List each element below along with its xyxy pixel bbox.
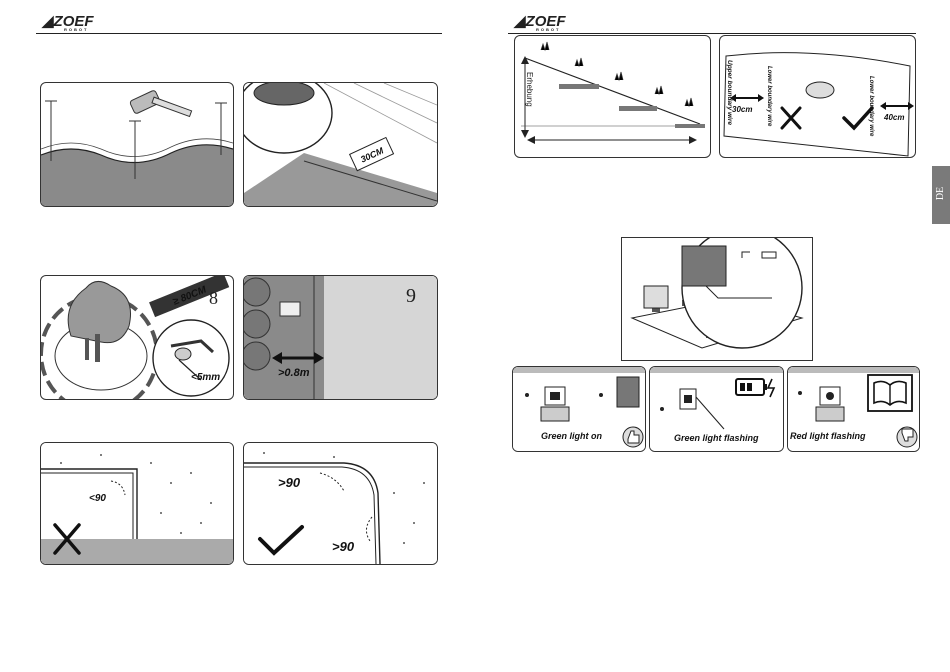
boundary-wire-illustration: Upper boundary wire Lower boundary wire … bbox=[720, 36, 915, 157]
status-caption-1: Green light flashing bbox=[674, 433, 759, 443]
passage-width-label: >0.8m bbox=[278, 367, 310, 379]
lower-wire-label-right: Lower boundary wire bbox=[868, 76, 874, 137]
height-label: <5mm bbox=[191, 372, 220, 383]
status-green-light-on: Green light on bbox=[512, 366, 646, 452]
figure-mower-wire-distance: 30CM bbox=[243, 82, 438, 207]
figure-charging-station bbox=[621, 237, 813, 361]
figure-passage-width: >0.8m 9 bbox=[243, 275, 438, 400]
figure-slope-height: Erhebung bbox=[514, 35, 711, 158]
figure-pegs-into-ground bbox=[40, 82, 234, 207]
header-rule-right bbox=[508, 33, 916, 34]
figure-tree-distance: ≥ 80CM <5mm 8 bbox=[40, 275, 234, 400]
logo-swoosh-icon: ◢ bbox=[42, 13, 54, 30]
dist-30cm-label: 30cm bbox=[732, 105, 752, 114]
angle-bad-label: <90 bbox=[89, 493, 106, 504]
status-red-flashing-illustration: Red light flashing bbox=[788, 367, 919, 451]
status-caption-2: Red light flashing bbox=[790, 431, 866, 441]
thumbs-down-icon bbox=[897, 427, 917, 447]
header-rule-left bbox=[36, 33, 442, 34]
step-number-9: 9 bbox=[406, 285, 416, 307]
passage-illustration: >0.8m 9 bbox=[244, 276, 437, 399]
grass-icon bbox=[541, 42, 693, 106]
hammer-icon bbox=[129, 90, 191, 117]
language-tab: DE bbox=[932, 166, 950, 224]
thumbs-up-icon bbox=[623, 427, 643, 447]
brand-logo-left: ◢ZOEF ROBOT bbox=[42, 12, 94, 32]
angle-good-bottom-label: >90 bbox=[332, 539, 355, 554]
hedge-icon bbox=[244, 278, 270, 370]
corner-correct-illustration: >90 >90 bbox=[244, 443, 437, 564]
status-green-flashing-illustration: Green light flashing bbox=[650, 367, 783, 451]
slope-height-label: Erhebung bbox=[525, 72, 534, 107]
tree-illustration: ≥ 80CM <5mm 8 bbox=[41, 276, 233, 399]
figure-corner-angle-wrong: <90 bbox=[40, 442, 234, 565]
figure-boundary-wire-slope: Upper boundary wire Lower boundary wire … bbox=[719, 35, 916, 158]
status-green-on-illustration: Green light on bbox=[513, 367, 645, 451]
status-green-light-flashing: Green light flashing bbox=[649, 366, 784, 452]
lower-wire-label-left: Lower boundary wire bbox=[766, 66, 772, 127]
manual-book-icon bbox=[868, 375, 912, 411]
upper-wire-label: Upper boundary wire bbox=[726, 60, 733, 125]
slope-illustration: Erhebung bbox=[515, 36, 710, 157]
corner-wrong-illustration: <90 bbox=[41, 443, 233, 564]
pegs-illustration bbox=[41, 83, 233, 206]
figure-corner-angle-correct: >90 >90 bbox=[243, 442, 438, 565]
angle-good-top-label: >90 bbox=[278, 475, 301, 490]
charging-station-illustration bbox=[622, 238, 812, 360]
logo-swoosh-icon: ◢ bbox=[514, 13, 526, 30]
status-caption-0: Green light on bbox=[541, 431, 603, 441]
brand-logo-right: ◢ZOEF ROBOT bbox=[514, 12, 566, 32]
mower-wire-illustration: 30CM bbox=[244, 83, 437, 206]
dist-40cm-label: 40cm bbox=[883, 113, 904, 122]
step-number-8: 8 bbox=[209, 288, 218, 308]
status-red-light-flashing: Red light flashing bbox=[787, 366, 920, 452]
